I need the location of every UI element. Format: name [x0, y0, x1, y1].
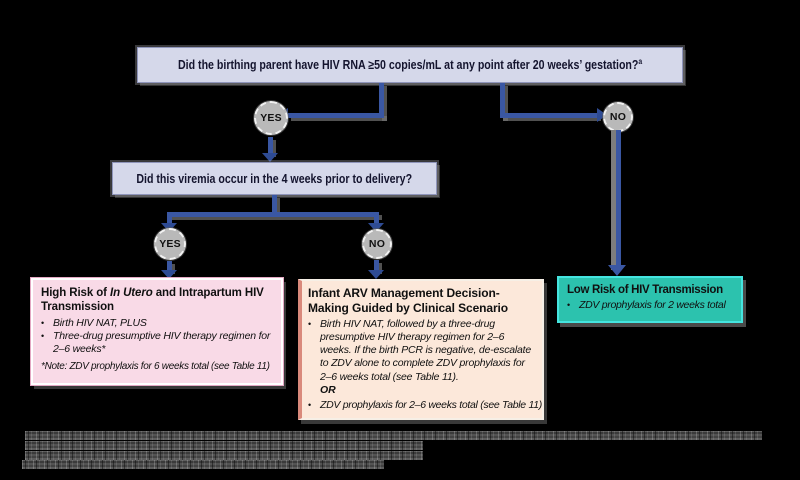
- footnote-text-illegible-line-3: [25, 451, 423, 460]
- outcome-box-low-risk: Low Risk of HIV Transmission • ZDV prophy…: [557, 276, 743, 323]
- low-risk-bullet-1: ZDV prophylaxis for 2 weeks total: [579, 299, 726, 312]
- infant-arv-bullet-list-2: • ZDV prophylaxis for 2–6 weeks total (se…: [308, 399, 542, 412]
- bullet-icon: •: [308, 319, 311, 329]
- bullet-icon: •: [567, 300, 570, 311]
- footnote-marker-a: a: [638, 57, 643, 67]
- high-risk-title-italic: In Utero: [109, 287, 153, 299]
- decision-circle-yes-1: YES: [254, 101, 288, 135]
- low-risk-bullet-list: • ZDV prophylaxis for 2 weeks total: [567, 299, 733, 312]
- yes-label-2: YES: [159, 238, 181, 250]
- question-viremia-text: Did this viremia occur in the 4 weeks pr…: [137, 172, 413, 186]
- low-risk-title: Low Risk of HIV Transmission: [567, 284, 723, 296]
- footnote-text-illegible-line-4: [22, 460, 384, 469]
- list-item: • Three-drug presumptive HIV therapy regi…: [41, 330, 273, 356]
- arrowhead-into-highrisk-icon: [161, 270, 177, 279]
- arrowhead-into-no1-icon: [597, 108, 607, 122]
- decision-circle-no-1: NO: [603, 102, 633, 132]
- connector-q1-right-horizontal: [500, 113, 598, 118]
- infant-arv-or-label: OR: [320, 383, 336, 396]
- question-hiv-rna-text: Did the birthing parent have HIV RNA ≥50…: [178, 57, 642, 72]
- question-viremia-label: Did this viremia occur in the 4 weeks pr…: [136, 171, 413, 186]
- connector-no1-shadow: [611, 130, 616, 270]
- connector-no2-to-infantarv: [374, 260, 379, 271]
- connector-q2-left-drop: [167, 212, 172, 226]
- connector-yes1-to-q2: [268, 137, 273, 154]
- question-hiv-rna-label: Did the birthing parent have HIV RNA ≥50…: [177, 58, 639, 73]
- high-risk-title-prefix: High Risk of: [41, 287, 110, 299]
- connector-q2-splitter: [167, 212, 379, 217]
- infant-arv-bullet-list: • Birth HIV NAT, followed by a three-drug…: [308, 318, 536, 384]
- outcome-box-high-risk: High Risk of In Utero and Intrapartum HI…: [30, 277, 284, 386]
- list-item: • ZDV prophylaxis for 2 weeks total: [567, 299, 733, 312]
- high-risk-bullet-list: • Birth HIV NAT, PLUS • Three-drug presump…: [41, 317, 273, 356]
- footnote-text-illegible-line-2: [25, 441, 423, 450]
- high-risk-bullet-2: Three-drug presumptive HIV therapy regim…: [53, 329, 271, 355]
- infant-arv-bullet-1: Birth HIV NAT, followed by a three-drug …: [320, 318, 532, 383]
- decision-circle-yes-2: YES: [154, 228, 186, 260]
- connector-q2-right-drop: [374, 212, 379, 226]
- bullet-icon: •: [41, 330, 44, 341]
- high-risk-title: High Risk of In Utero and Intrapartum HI…: [41, 286, 273, 315]
- connector-q1-left-vertical: [379, 83, 384, 118]
- arrowhead-into-lowrisk-icon: [608, 265, 626, 276]
- infant-arv-bullet-2: ZDV prophylaxis for 2–6 weeks total (see…: [320, 399, 542, 412]
- footnote-text-illegible-line-1: [25, 431, 762, 440]
- bullet-icon: •: [41, 317, 44, 328]
- connector-q2-stub: [272, 195, 277, 214]
- list-item: • Birth HIV NAT, PLUS: [41, 317, 273, 330]
- high-risk-title-suffix: and Intrapartum HIV Transmission: [41, 287, 264, 314]
- arrowhead-into-no2-icon: [368, 223, 384, 232]
- list-item: • ZDV prophylaxis for 2–6 weeks total (se…: [308, 399, 542, 412]
- arrowhead-into-infantarv-icon: [368, 270, 384, 279]
- no-label-2: NO: [368, 238, 386, 250]
- connector-no1-to-lowrisk: [616, 130, 621, 268]
- arrowhead-into-yes2-icon: [161, 223, 177, 232]
- bullet-icon: •: [308, 400, 311, 411]
- yes-label-1: YES: [260, 112, 282, 124]
- list-item: • Birth HIV NAT, followed by a three-drug…: [308, 318, 536, 384]
- high-risk-note: *Note: ZDV prophylaxis for 6 weeks total…: [41, 361, 270, 373]
- high-risk-bullet-1: Birth HIV NAT, PLUS: [53, 316, 147, 329]
- outcome-box-infant-arv: Infant ARV Management Decision-Making Gu…: [298, 279, 544, 420]
- no-label-1: NO: [609, 111, 627, 123]
- question-box-hiv-rna: Did the birthing parent have HIV RNA ≥50…: [137, 47, 683, 83]
- connector-q1-left-horizontal: [288, 113, 384, 118]
- infant-arv-title: Infant ARV Management Decision-Making Gu…: [308, 286, 508, 315]
- question-box-viremia: Did this viremia occur in the 4 weeks pr…: [112, 162, 437, 195]
- arrowhead-into-q2-icon: [262, 153, 278, 162]
- decision-circle-no-2: NO: [362, 229, 392, 259]
- connector-q1-right-vertical: [500, 83, 505, 118]
- connector-yes2-to-highrisk: [167, 261, 172, 271]
